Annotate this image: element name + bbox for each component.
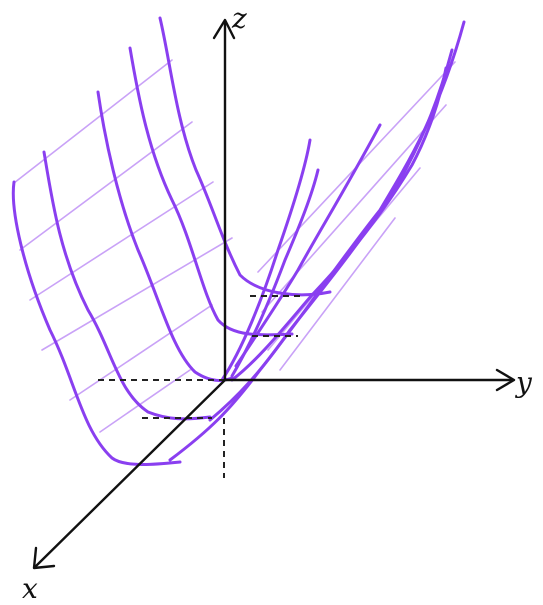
guide-lines	[98, 295, 300, 478]
y-axis-arrowhead	[495, 368, 516, 392]
surface-curve-5	[158, 16, 332, 297]
x-axis-arrowhead	[32, 546, 56, 570]
surface-branch-5	[230, 168, 320, 378]
surface-branch-1	[168, 20, 466, 462]
surface-curve-1	[11, 180, 182, 466]
x-axis-line	[34, 378, 227, 568]
y-axis-label: y	[514, 366, 533, 399]
surface-branch-3	[230, 66, 448, 382]
z-axis-arrowhead	[212, 18, 236, 40]
surface-curve-4	[128, 46, 294, 337]
z-axis-label: z	[231, 2, 247, 35]
surface-branch-4	[234, 123, 382, 368]
surface-branch-6	[220, 138, 312, 382]
surface-curves	[11, 16, 466, 466]
x-axis-label: x	[22, 572, 38, 605]
axes	[32, 18, 516, 570]
surface-curve-3	[96, 90, 234, 382]
